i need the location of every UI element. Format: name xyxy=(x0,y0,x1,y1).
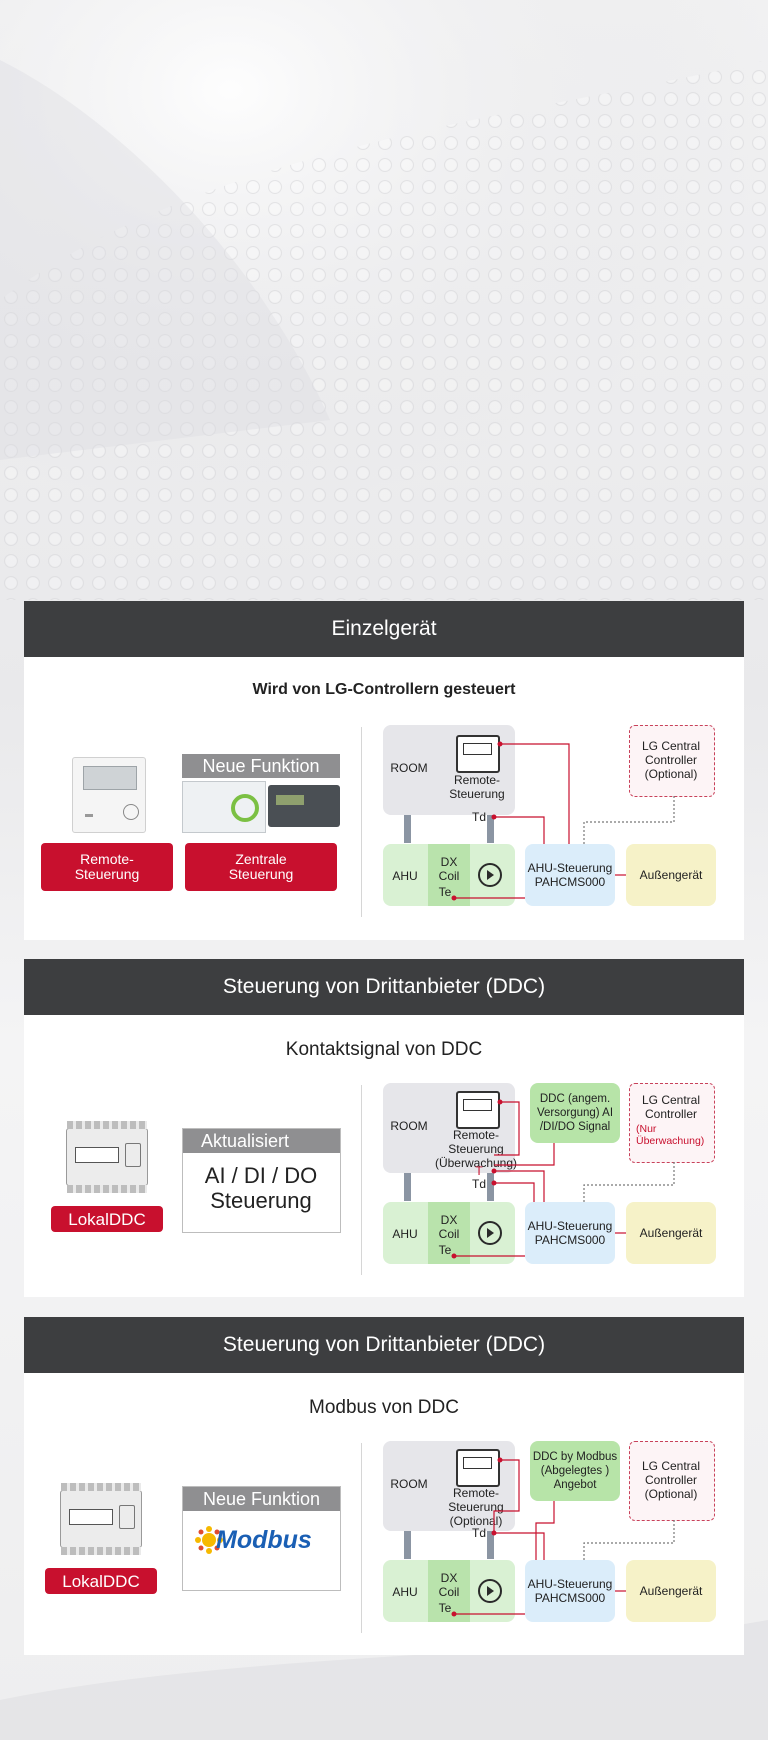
outdoor-unit-block xyxy=(626,1202,716,1264)
lg-central-controller-label: LG Central Controller (Optional) xyxy=(641,1459,701,1501)
local-ddc-badge: LokalDDC xyxy=(45,1568,157,1594)
remote-controller-icon xyxy=(456,1449,500,1487)
duct-pipe-left xyxy=(404,815,411,843)
section-body: Kontaktsignal von DDC LokalDDC Aktualisi… xyxy=(24,1015,744,1297)
remote-controller-image xyxy=(72,757,146,833)
connection-lines xyxy=(451,1099,675,1259)
outdoor-unit-block xyxy=(626,844,716,906)
divider xyxy=(361,1443,362,1633)
section-ddc-contact: Steuerung von Drittanbieter (DDC) Kontak… xyxy=(24,959,744,1297)
dx-coil-block xyxy=(428,1202,470,1264)
ahu-label: AHU xyxy=(392,869,418,883)
local-ddc-badge: LokalDDC xyxy=(51,1206,163,1232)
section-header: Steuerung von Drittanbieter (DDC) xyxy=(24,1317,744,1373)
remote-controller-icon xyxy=(456,1091,500,1129)
ddc-device-image xyxy=(60,1483,142,1555)
ddc-modbus-label: DDC by Modbus (Abgelegtes ) Angebot xyxy=(532,1451,618,1491)
te-sensor-label: Te xyxy=(438,1601,452,1615)
td-sensor-label: Td xyxy=(471,1526,486,1540)
ahu-controller-label: AHU-Steuerung PAHCMS000 xyxy=(527,861,613,889)
divider xyxy=(361,727,362,917)
dx-coil-label: DX Coil xyxy=(438,855,460,883)
lg-central-controller-label: LG Central Controller xyxy=(641,1093,701,1121)
ddc-modbus-block xyxy=(530,1441,620,1501)
ahu-label: AHU xyxy=(392,1585,418,1599)
section-ddc-modbus: Steuerung von Drittanbieter (DDC) Modbus… xyxy=(24,1317,744,1655)
ahu-controller-block xyxy=(525,844,615,906)
remote-controller-badge: Remote- Steuerung xyxy=(41,843,173,891)
outdoor-unit-label: Außengerät xyxy=(639,1584,703,1598)
central-controller-badge: Zentrale Steuerung xyxy=(185,843,337,891)
fan-icon xyxy=(478,1221,502,1245)
ddc-device-image xyxy=(66,1121,148,1193)
outdoor-unit-label: Außengerät xyxy=(639,1226,703,1240)
remote-controller-icon xyxy=(456,735,500,773)
outdoor-unit-label: Außengerät xyxy=(639,868,703,882)
room-label: ROOM xyxy=(390,761,428,775)
room-label: ROOM xyxy=(390,1477,428,1491)
section-body: Wird von LG-Controllern gesteuert Neue F… xyxy=(24,657,744,940)
ddc-signal-label: DDC (angem. Versorgung) AI /DI/DO Signal xyxy=(536,1093,614,1133)
duct-pipe-right xyxy=(487,1531,494,1559)
section-subtitle: Modbus von DDC xyxy=(309,1397,459,1418)
te-sensor-label: Te xyxy=(438,885,452,899)
connection-lines xyxy=(451,1457,675,1617)
duct-pipe-left xyxy=(404,1531,411,1559)
ahu-controller-block xyxy=(525,1202,615,1264)
modbus-logo-icon xyxy=(194,1525,224,1555)
divider xyxy=(361,1085,362,1275)
ddc-signal-block xyxy=(530,1083,620,1143)
section-einzelgeraet: Einzelgerät Wird von LG-Controllern gest… xyxy=(24,601,744,940)
lg-central-controller-block xyxy=(629,725,715,797)
td-sensor-label: Td xyxy=(471,1177,486,1191)
updated-label: Aktualisiert xyxy=(183,1129,340,1153)
section-header: Steuerung von Drittanbieter (DDC) xyxy=(24,959,744,1015)
section-subtitle: Wird von LG-Controllern gesteuert xyxy=(252,681,516,698)
central-controller-screens-image xyxy=(182,781,340,833)
duct-pipe-right xyxy=(487,815,494,843)
fan-icon xyxy=(478,1579,502,1603)
new-feature-label: Neue Funktion xyxy=(182,754,340,778)
room-label: ROOM xyxy=(390,1119,428,1133)
remote-label: Remote- Steuerung (Überwachung) xyxy=(434,1128,518,1170)
te-sensor-label: Te xyxy=(438,1243,452,1257)
ahu-controller-label: AHU-Steuerung PAHCMS000 xyxy=(527,1219,613,1247)
monitoring-only-note: (Nur Überwachung) xyxy=(636,1123,705,1147)
lg-central-controller-block xyxy=(629,1441,715,1521)
fan-icon xyxy=(478,863,502,887)
lg-central-controller-block xyxy=(629,1083,715,1163)
aidido-control-text: AI / DI / DO Steuerung xyxy=(204,1163,318,1213)
modbus-logo-text: Modbus xyxy=(216,1526,312,1554)
dx-coil-label: DX Coil xyxy=(438,1213,460,1241)
new-feature-label: Neue Funktion xyxy=(183,1487,340,1511)
ahu-controller-block xyxy=(525,1560,615,1622)
remote-label: Remote- Steuerung xyxy=(449,773,505,801)
duct-pipe-left xyxy=(404,1173,411,1201)
dx-coil-block xyxy=(428,1560,470,1622)
remote-label: Remote- Steuerung (Optional) xyxy=(448,1486,504,1528)
t-sensor-label: T xyxy=(475,1164,483,1178)
dx-coil-label: DX Coil xyxy=(438,1571,460,1599)
ahu-label: AHU xyxy=(392,1227,418,1241)
outdoor-unit-block xyxy=(626,1560,716,1622)
lg-central-controller-label: LG Central Controller (Optional) xyxy=(641,739,701,781)
ahu-controller-label: AHU-Steuerung PAHCMS000 xyxy=(527,1577,613,1605)
dx-coil-block xyxy=(428,844,470,906)
section-header: Einzelgerät xyxy=(24,601,744,657)
section-body: Modbus von DDC LokalDDC Neue Funktion Mo… xyxy=(24,1373,744,1655)
td-sensor-label: Td xyxy=(471,810,486,824)
section-subtitle: Kontaktsignal von DDC xyxy=(285,1039,483,1060)
connection-lines xyxy=(451,741,675,901)
duct-pipe-right xyxy=(487,1173,494,1201)
